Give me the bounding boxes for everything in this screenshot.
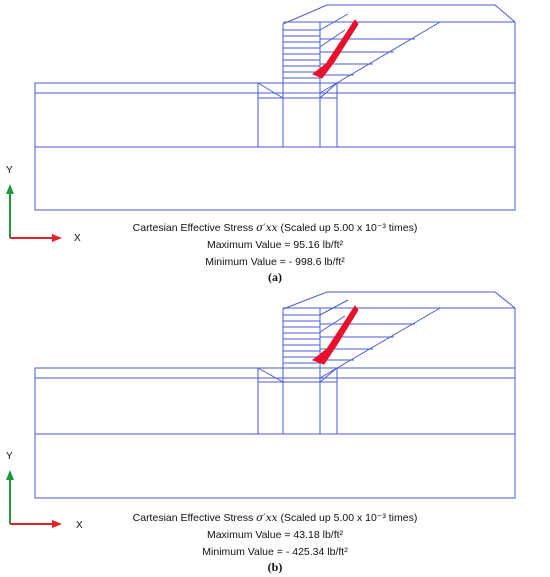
panel-a: Y X Cartesian Effective Stress σ′xx (Sca… <box>0 0 550 288</box>
axis-indicator-b: Y X <box>6 451 83 531</box>
min-value-b: Minimum Value = - 425.34 lb/ft² <box>202 546 348 558</box>
finite-element-mesh-a <box>34 4 516 211</box>
base-layer-a <box>34 146 516 211</box>
y-axis-label-a: Y <box>6 165 13 176</box>
mesh-diagram-b: Y X <box>6 291 516 531</box>
axis-indicator-a: Y X <box>6 165 81 244</box>
middle-layer-b <box>34 367 516 435</box>
x-axis-label-b: X <box>76 520 83 531</box>
base-layer-b <box>34 433 516 499</box>
finite-element-mesh-b <box>34 291 516 499</box>
caption-a: Cartesian Effective Stress σ′xx (Scaled … <box>0 220 550 271</box>
sublabel-a: (a) <box>268 270 282 284</box>
min-value-a: Minimum Value = - 998.6 lb/ft² <box>205 256 345 268</box>
caption-title-a: Cartesian Effective Stress σ′xx (Scaled … <box>132 222 418 234</box>
max-value-b: Maximum Value = 43.18 lb/ft² <box>206 529 344 541</box>
x-axis-label-a: X <box>74 233 81 244</box>
middle-layer-a <box>34 82 516 148</box>
max-value-a: Maximum Value = 95.16 lb/ft² <box>206 239 344 251</box>
y-axis-label-b: Y <box>6 451 13 462</box>
caption-title-b: Cartesian Effective Stress σ′xx (Scaled … <box>132 512 418 524</box>
panel-b: Y X Cartesian Effective Stress σ′xx (Sca… <box>0 288 550 577</box>
sublabel-b: (b) <box>267 560 283 574</box>
stress-contour-a <box>312 19 359 79</box>
caption-b: Cartesian Effective Stress σ′xx (Scaled … <box>0 510 550 561</box>
mesh-diagram-a: Y X <box>6 4 516 244</box>
stress-contour-b <box>311 305 359 365</box>
